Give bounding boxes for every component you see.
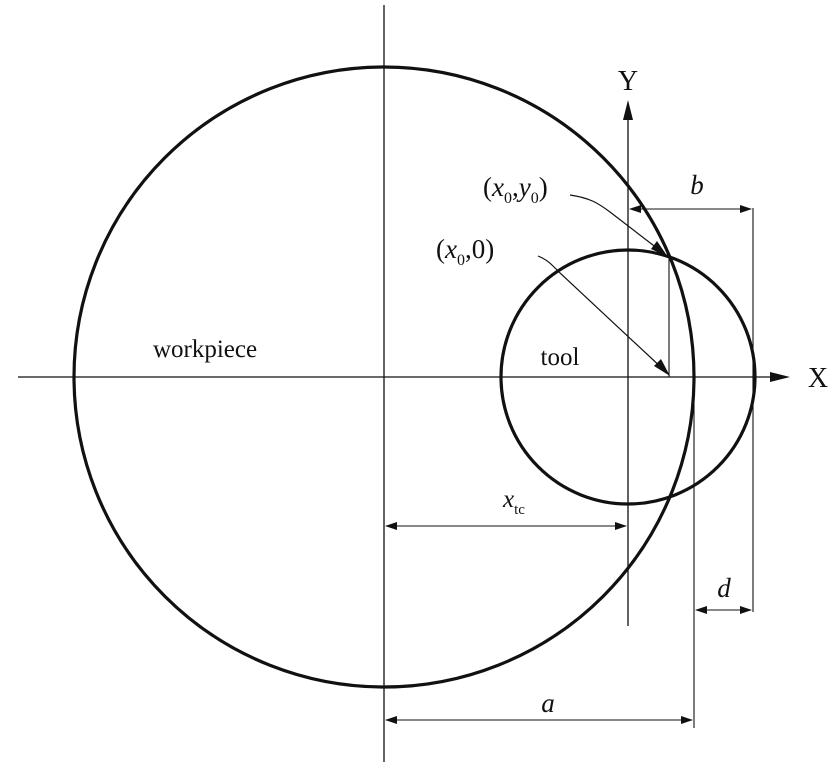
point-intersection-label: (x0,y0)	[483, 172, 548, 207]
dimension-a-label: a	[541, 688, 555, 718]
xtc-subscript: tc	[514, 502, 525, 518]
pi-x-sub: 0	[504, 190, 512, 207]
xtc-main: x	[502, 486, 514, 513]
pi-comma: ,	[512, 172, 519, 202]
point-axis-label: (x0,0)	[436, 234, 494, 269]
workpiece-label: workpiece	[153, 336, 257, 363]
axis-x-label: X	[808, 363, 828, 394]
workpiece-circle	[72, 65, 696, 689]
pa-open: (	[436, 234, 445, 264]
pi-y-sub: 0	[531, 190, 539, 207]
x-axis-arrowhead	[770, 372, 790, 382]
pi-y: y	[516, 172, 531, 202]
leader-intersection-arrowhead	[651, 241, 668, 257]
leader-axis-arrowhead	[654, 359, 670, 376]
dimension-b-label: b	[690, 170, 704, 200]
axis-y-label: Y	[618, 66, 638, 97]
leader-axis-point	[537, 255, 665, 371]
pi-open: (	[483, 172, 492, 202]
dimension-d-label: d	[717, 573, 731, 603]
tool-label: tool	[541, 344, 580, 371]
pi-close: )	[539, 172, 548, 202]
leader-intersection-point	[569, 194, 663, 253]
pi-x: x	[491, 172, 504, 202]
y-axis-arrowhead	[623, 100, 633, 120]
tool-circle	[499, 248, 757, 506]
pa-x-sub: 0	[457, 252, 465, 269]
pa-rest: ,0)	[465, 234, 494, 264]
dimension-xtc-label: xtc	[502, 486, 525, 518]
pa-x: x	[444, 234, 457, 264]
